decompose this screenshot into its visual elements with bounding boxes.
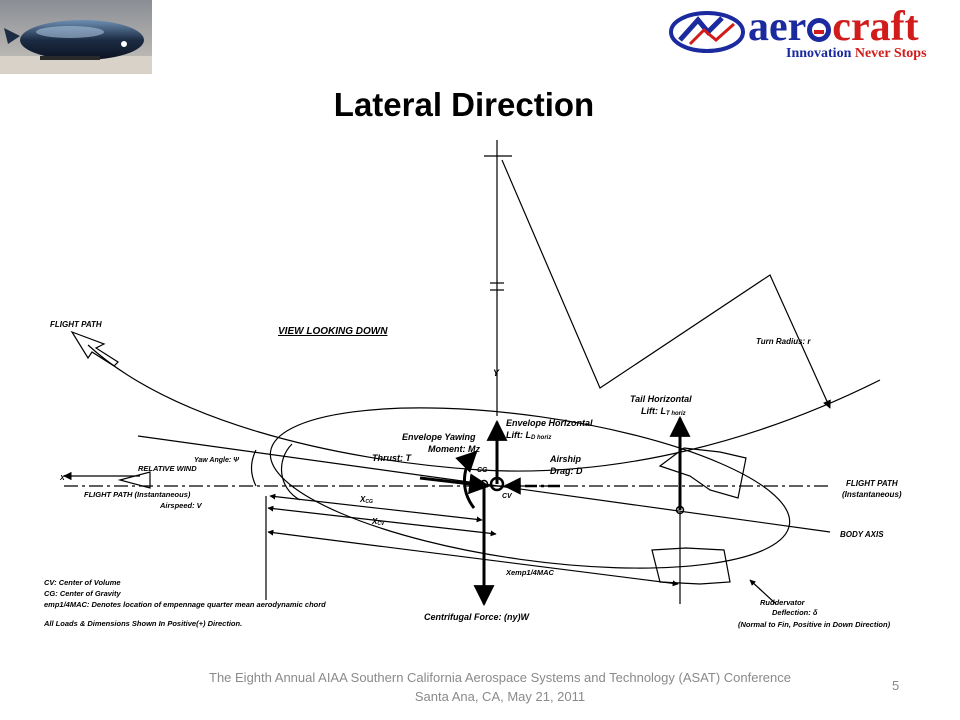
x-axis-label: X	[59, 475, 66, 482]
envelope-horizontal-label: Envelope Horizontal	[506, 418, 593, 428]
lateral-direction-diagram: FLIGHT PATH VIEW LOOKING DOWN Turn Radiu…	[43, 140, 902, 629]
cg-marker-icon	[479, 479, 489, 489]
aeroscraft-logo: aer craft Innovation Never Stops	[668, 4, 954, 66]
instantaneous-label: (Instantaneous)	[842, 490, 902, 499]
turn-radius-line	[501, 159, 831, 409]
xcv-label: XCV	[371, 517, 385, 527]
slide-footer: The Eighth Annual AIAA Southern Californ…	[170, 668, 830, 706]
relative-wind-head-icon	[117, 471, 151, 489]
relative-wind-label: RELATIVE WIND	[138, 464, 197, 473]
legend-cv: CV: Center of Volume	[44, 578, 121, 587]
tail-lift-label: Lift: LT horiz	[641, 406, 686, 417]
view-label: VIEW LOOKING DOWN	[278, 326, 388, 337]
logo-tagline: Innovation Never Stops	[786, 46, 927, 62]
airship-photo	[0, 0, 152, 74]
logo-word-part2: craft	[832, 4, 919, 50]
xcg-label: XCG	[359, 495, 373, 505]
flight-path-arrow-icon	[70, 330, 119, 367]
cv-label: CV	[502, 493, 513, 500]
thrust-label: Thrust: T	[372, 453, 412, 463]
logo-o-icon	[807, 18, 832, 42]
footer-line2: Santa Ana, CA, May 21, 2011	[414, 689, 586, 704]
logo-wordmark: aer craft	[748, 4, 919, 50]
flight-path-top-label: FLIGHT PATH	[50, 320, 102, 329]
flight-path-curve	[87, 344, 881, 472]
envelope-yawing-label: Envelope Yawing	[402, 432, 476, 442]
ruddervator-label: Ruddervator	[760, 598, 806, 607]
flight-path-inst-left-label: FLIGHT PATH (Instantaneous)	[84, 490, 191, 499]
tagline-part1: Innovation	[786, 46, 852, 61]
cv-marker-icon	[489, 476, 505, 492]
thrust-arrow	[419, 473, 491, 495]
tail-marker-icon	[675, 505, 685, 515]
legend-emp: emp1/4MAC: Denotes location of empennage…	[44, 600, 326, 609]
envelope-lift-label: Lift: LD horiz	[506, 430, 551, 441]
yaw-angle-label: Yaw Angle: Ψ	[194, 457, 240, 464]
xemp-dimension	[267, 529, 679, 587]
xemp-label: Xemp1/4MAC	[505, 568, 555, 577]
airship-label: Airship	[549, 454, 582, 464]
ruddervator-leader	[749, 579, 777, 605]
tail-upper-fin	[658, 447, 747, 499]
legend-loads: All Loads & Dimensions Shown In Positive…	[43, 619, 242, 628]
cg-label: CG	[477, 467, 488, 474]
centrifugal-force-label: Centrifugal Force: (ny)W	[424, 612, 531, 622]
flight-path-right-label: FLIGHT PATH	[846, 479, 898, 488]
body-axis-label: BODY AXIS	[840, 530, 884, 539]
page-number: 5	[892, 678, 900, 693]
xcv-dimension	[267, 505, 497, 537]
footer-line1: The Eighth Annual AIAA Southern Californ…	[209, 670, 791, 685]
deflection-label: Deflection: δ	[772, 608, 818, 617]
envelope-moment-label: Moment: Mz	[428, 444, 480, 454]
envelope-nose	[280, 443, 301, 501]
legend-cg: CG: Center of Gravity	[44, 589, 122, 598]
normal-to-fin-label: (Normal to Fin, Positive in Down Directi…	[738, 620, 891, 629]
tagline-part2: Never Stops	[851, 46, 927, 61]
yawing-moment-arrow	[455, 450, 478, 509]
aeroscraft-logo-mark-icon	[669, 11, 745, 53]
airspeed-label: Airspeed: V	[159, 501, 203, 510]
yaw-angle-arc	[250, 449, 257, 487]
turn-radius-label: Turn Radius: r	[756, 337, 811, 346]
y-axis-label: Y	[493, 368, 500, 378]
logo-word-part1: aer	[748, 4, 807, 50]
tail-horizontal-label: Tail Horizontal	[630, 394, 692, 404]
envelope-ellipse	[269, 407, 791, 569]
drag-label: Drag: D	[550, 466, 583, 476]
slide-title: Lateral Direction	[333, 86, 595, 123]
